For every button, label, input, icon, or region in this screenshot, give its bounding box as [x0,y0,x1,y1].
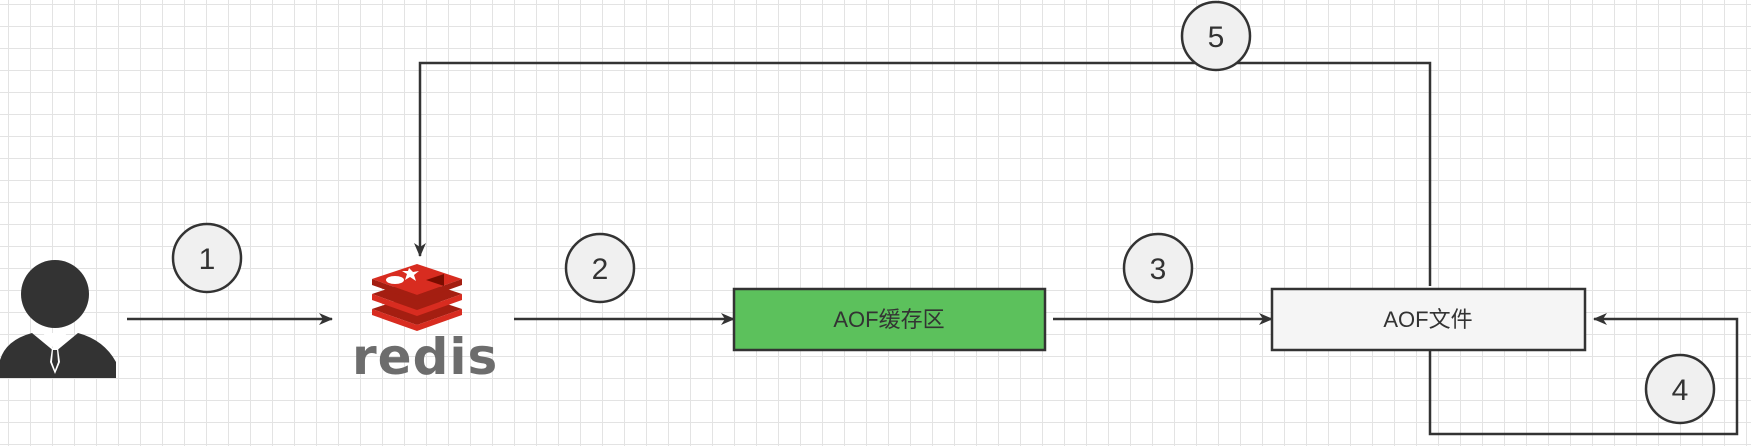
step-marker-4: 4 [1644,353,1716,425]
redis-logo-text: redis [352,328,498,386]
aof-buffer-node: AOF缓存区 [732,287,1047,352]
step-marker-3: 3 [1122,232,1194,304]
step-label-1: 1 [199,243,216,276]
connector-lines [127,61,1739,436]
aof-file-node: AOF文件 [1270,287,1587,352]
step-marker-5: 5 [1180,0,1252,72]
user-icon [0,260,116,378]
step-marker-1: 1 [171,222,243,294]
step-label-5: 5 [1208,21,1225,54]
step-marker-2: 2 [564,232,636,304]
step-label-4: 4 [1672,374,1689,407]
aof-buffer-label: AOF缓存区 [833,307,944,332]
arrow-aof-file-loop [1428,313,1739,436]
step-label-3: 3 [1150,253,1167,286]
aof-file-label: AOF文件 [1383,307,1472,332]
redis-logo-icon: redis [352,264,498,386]
step-label-2: 2 [592,253,609,286]
arrow-aof-file-to-redis [414,61,1432,286]
